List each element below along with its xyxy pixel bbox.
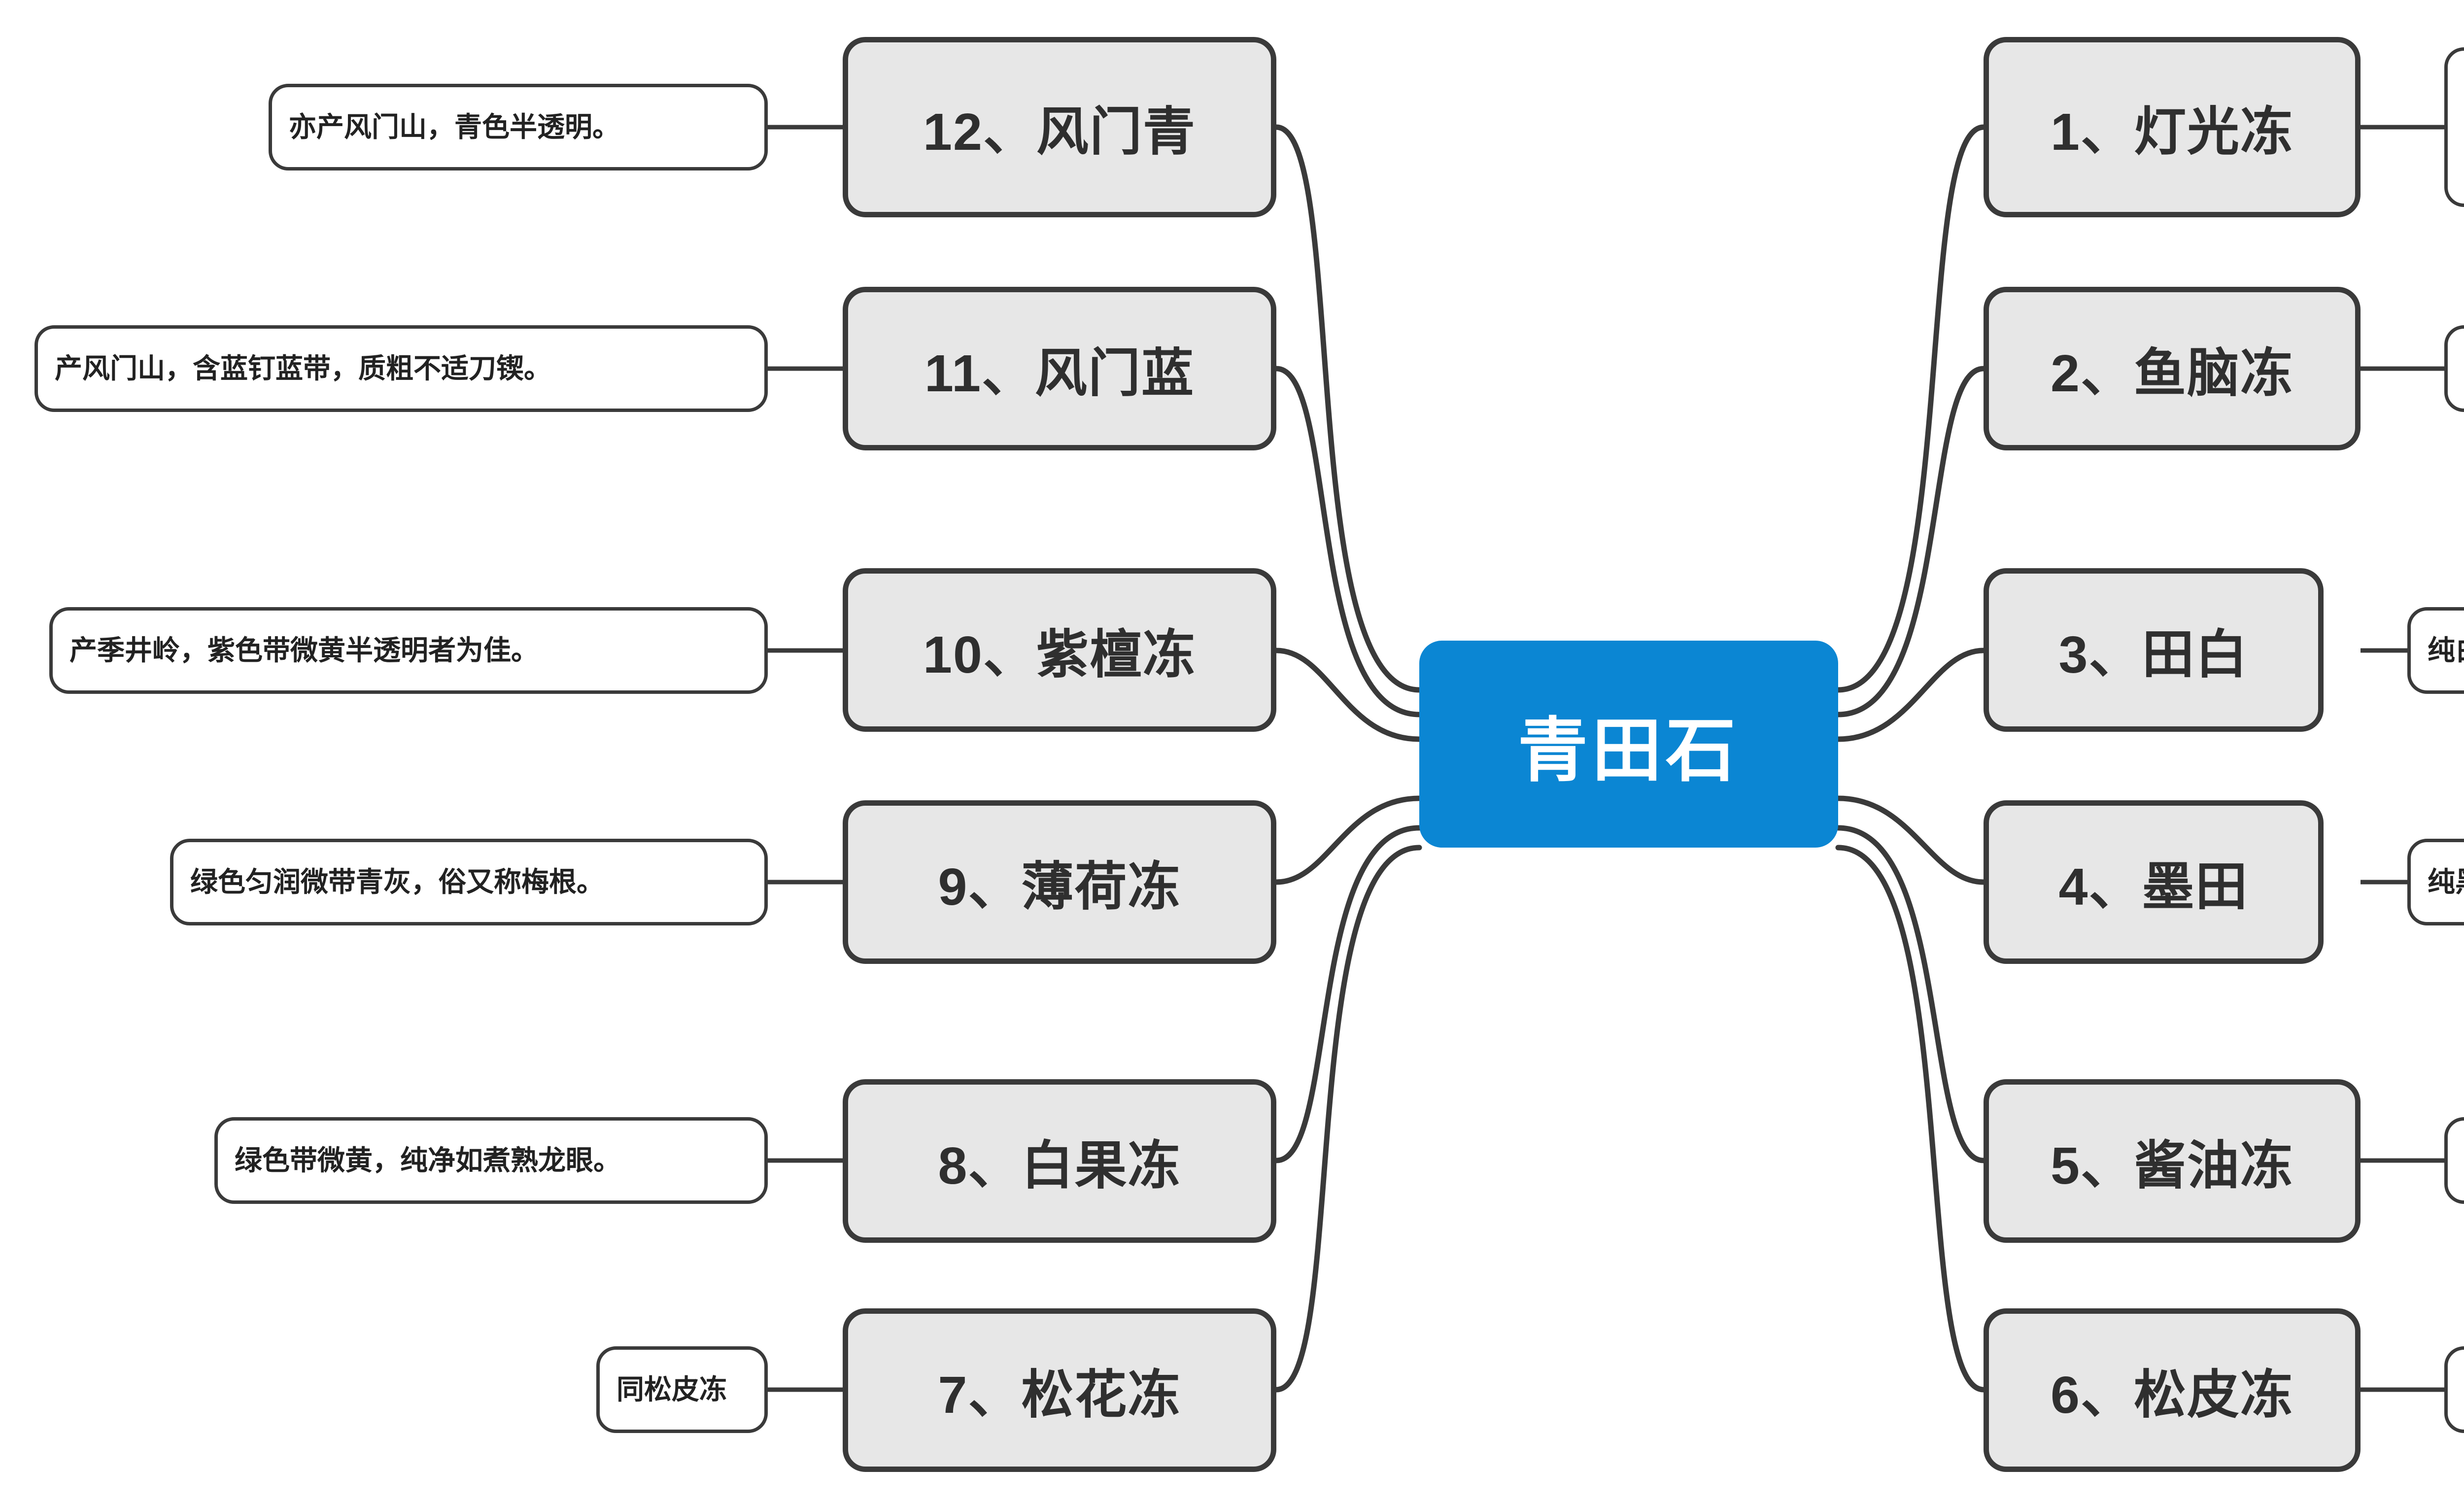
node-9-bohedong[interactable]: 9、薄荷冻 xyxy=(843,800,1276,964)
leaf-3-detail[interactable]: 纯白如玉 xyxy=(2407,607,2464,694)
node-11-fengmenlan[interactable]: 11、风门蓝 xyxy=(843,287,1276,450)
leaf-text: 绿色带微黄，纯净如煮熟龙眼。 xyxy=(235,1144,621,1176)
leaf-11-detail[interactable]: 产风门山，含蓝钉蓝带，质粗不适刀锲。 xyxy=(34,325,768,412)
leaf-text: 绿色匀润微带青灰，俗又称梅根。 xyxy=(190,866,604,897)
node-label: 10、紫檀冻 xyxy=(923,626,1196,684)
leaf-text: 产季井岭，紫色带微黄半透明者为佳。 xyxy=(69,634,539,666)
center-node[interactable]: 青田石 xyxy=(1419,641,1838,848)
curve-center-to-node-8 xyxy=(1273,825,1422,1163)
node-label: 9、薄荷冻 xyxy=(938,858,1181,916)
node-2-yunaodong[interactable]: 2、鱼脑冻 xyxy=(1984,287,2361,450)
leaf-2-detail[interactable]: 青白，半透明如玉。（处州松阳亦产之） xyxy=(2444,325,2464,412)
leaf-text: 纯黑色 xyxy=(2428,866,2464,897)
curve-center-to-node-1 xyxy=(1835,124,1986,693)
node-12-fengmenqing[interactable]: 12、风门青 xyxy=(843,37,1276,217)
leaf-5-detail[interactable]: 褐黄，或深黄带灰色，俗称牛角冻 xyxy=(2444,1117,2464,1204)
curve-center-to-node-3 xyxy=(1835,648,1986,742)
curve-center-to-node-2 xyxy=(1835,366,1986,717)
node-label: 12、风门青 xyxy=(923,103,1196,161)
node-3-tianbai[interactable]: 3、田白 xyxy=(1984,568,2324,732)
node-label: 6、松皮冻 xyxy=(2051,1366,2293,1424)
leaf-10-detail[interactable]: 产季井岭，紫色带微黄半透明者为佳。 xyxy=(49,607,768,694)
node-1-dengguangdong[interactable]: 1、灯光冻 xyxy=(1984,37,2361,217)
node-label: 4、墨田 xyxy=(2058,858,2249,916)
curve-center-to-node-11 xyxy=(1273,366,1422,717)
node-label: 1、灯光冻 xyxy=(2051,103,2293,161)
node-label: 5、酱油冻 xyxy=(2051,1137,2293,1195)
leaf-1-detail[interactable]: 微黄、纯洁，半透明，坚缴细密，价等黄金，为青田石最上品。 xyxy=(2444,47,2464,207)
leaf-text: 产风门山，含蓝钉蓝带，质粗不适刀锲。 xyxy=(55,352,551,384)
leaf-6-detail[interactable]: 含红、黄黑斑纹，性坚。 xyxy=(2444,1346,2464,1433)
node-6-songpidong[interactable]: 6、松皮冻 xyxy=(1984,1308,2361,1472)
curve-center-to-node-7 xyxy=(1273,845,1422,1393)
node-label: 2、鱼脑冻 xyxy=(2051,344,2293,403)
node-label: 11、风门蓝 xyxy=(924,344,1195,403)
leaf-text: 亦产风门山，青色半透明。 xyxy=(289,111,620,142)
center-node-label: 青田石 xyxy=(1518,712,1740,790)
node-label: 3、田白 xyxy=(2058,626,2249,684)
node-8-baiguodong[interactable]: 8、白果冻 xyxy=(843,1079,1276,1243)
node-label: 8、白果冻 xyxy=(938,1137,1181,1195)
leaf-7-detail[interactable]: 同松皮冻 xyxy=(596,1346,768,1433)
curve-center-to-node-5 xyxy=(1835,825,1986,1163)
node-10-zitandong[interactable]: 10、紫檀冻 xyxy=(843,568,1276,732)
curve-center-to-node-6 xyxy=(1835,845,1986,1393)
leaf-8-detail[interactable]: 绿色带微黄，纯净如煮熟龙眼。 xyxy=(214,1117,768,1204)
leaf-text: 同松皮冻 xyxy=(616,1373,727,1405)
node-7-songhuadong[interactable]: 7、松花冻 xyxy=(843,1308,1276,1472)
curve-center-to-node-10 xyxy=(1273,648,1422,742)
leaf-4-detail[interactable]: 纯黑色 xyxy=(2407,839,2464,925)
curve-center-to-node-4 xyxy=(1835,795,1986,885)
curve-center-to-node-12 xyxy=(1273,124,1422,693)
leaf-12-detail[interactable]: 亦产风门山，青色半透明。 xyxy=(269,84,768,171)
leaf-9-detail[interactable]: 绿色匀润微带青灰，俗又称梅根。 xyxy=(170,839,768,925)
node-5-jiangyoudong[interactable]: 5、酱油冻 xyxy=(1984,1079,2361,1243)
node-4-tiantian[interactable]: 4、墨田 xyxy=(1984,800,2324,964)
leaf-text: 纯白如玉 xyxy=(2428,634,2464,666)
curve-center-to-node-9 xyxy=(1273,795,1422,885)
node-label: 7、松花冻 xyxy=(938,1366,1181,1424)
